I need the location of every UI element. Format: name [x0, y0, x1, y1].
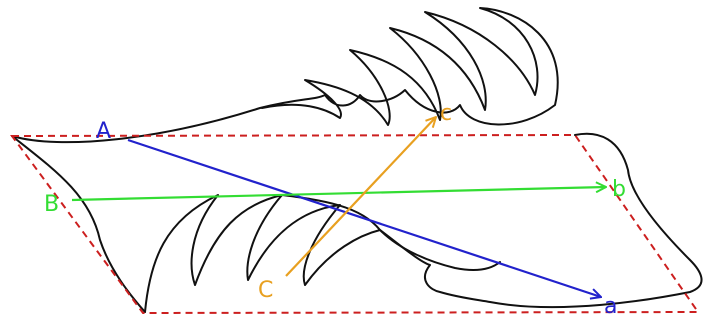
leaf-drawing: [11, 7, 703, 313]
dashed-parallelogram: [10, 133, 700, 315]
arrow-C-to-c: [285, 117, 436, 277]
label-b: b: [612, 177, 626, 202]
leaf-bottom-edge: [144, 132, 703, 313]
label-B: B: [44, 192, 59, 217]
arrow-A-to-a: [127, 138, 601, 297]
label-a: a: [604, 294, 617, 319]
label-C: C: [258, 278, 273, 303]
label-c: c: [440, 101, 452, 126]
label-A: A: [96, 119, 111, 144]
leaf-left-edge: [11, 135, 146, 313]
leaf-inner-frond: [281, 194, 501, 271]
leaf-outline: [11, 7, 559, 144]
arrow-B-to-b: [71, 187, 606, 202]
